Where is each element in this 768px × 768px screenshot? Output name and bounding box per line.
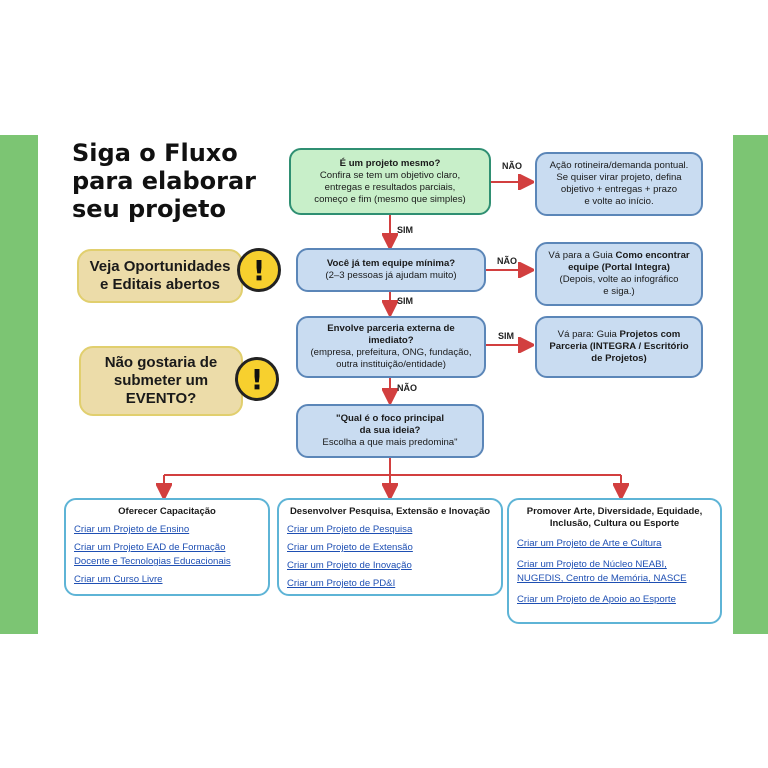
- step-title: imediato?: [368, 335, 414, 346]
- card-title: Promover Arte, Diversidade, Equidade, In…: [526, 506, 703, 529]
- outcome-text: Se quiser virar projeto, defina: [556, 172, 682, 183]
- left-green-bar: [0, 135, 38, 634]
- link-ead-project-cont[interactable]: Docente e Tecnologias Educacionais: [74, 556, 231, 567]
- title-line: Siga o Fluxo: [72, 139, 238, 167]
- link-sports-project[interactable]: Criar um Projeto de Apoio ao Esporte: [517, 594, 676, 605]
- flow-outcome-find-team: Vá para a Guia Como encontrar equipe (Po…: [535, 242, 703, 306]
- link-neabi-project-cont[interactable]: NUGEDIS, Centro de Memória, NASCE: [517, 573, 687, 584]
- label-no: NÃO: [397, 383, 417, 393]
- label-yes: SIM: [397, 225, 414, 235]
- link-research-project[interactable]: Criar um Projeto de Pesquisa: [287, 524, 413, 535]
- warning-icon: !: [235, 357, 279, 401]
- outcome-text: equipe (Portal Integra): [568, 262, 670, 273]
- card-research: Desenvolver Pesquisa, Extensão e Inovaçã…: [277, 498, 503, 596]
- callout-text: submeter um: [113, 372, 209, 389]
- outcome-text: Parceria (INTEGRA / Escritório: [549, 341, 689, 352]
- link-arts-project[interactable]: Criar um Projeto de Arte e Cultura: [517, 538, 662, 549]
- callout-text: EVENTO?: [125, 390, 197, 407]
- outcome-text: (Depois, volte ao infográfico: [559, 274, 679, 285]
- title-line: para elaborar: [72, 167, 256, 195]
- callout-text: Veja Oportunidades: [89, 258, 231, 275]
- step-text: entregas e resultados parciais,: [324, 181, 456, 193]
- opportunities-callout[interactable]: Veja Oportunidades e Editais abertos: [77, 249, 243, 303]
- step-text: Confira se tem um objetivo claro,: [319, 169, 461, 181]
- step-title: "Qual é o foco principal: [336, 413, 444, 424]
- step-text: começo e fim (mesmo que simples): [314, 193, 466, 205]
- link-neabi-project[interactable]: Criar um Projeto de Núcleo NEABI,: [517, 559, 667, 570]
- flow-step-is-project: É um projeto mesmo? Confira se tem um ob…: [289, 148, 491, 215]
- outcome-text: Vá para a Guia Como encontrar: [548, 250, 690, 261]
- step-title: Envolve parceria externa de: [327, 323, 455, 334]
- link-pdi-project[interactable]: Criar um Projeto de PD&I: [287, 578, 396, 589]
- outcome-text: Vá para: Guia Projetos com: [557, 329, 681, 340]
- flow-step-focus: "Qual é o foco principal da sua ideia? E…: [296, 404, 484, 458]
- label-yes: SIM: [498, 331, 515, 341]
- label-no: NÃO: [502, 161, 522, 171]
- step-title: da sua ideia?: [359, 425, 421, 436]
- link-free-course[interactable]: Criar um Curso Livre: [74, 574, 163, 585]
- flow-step-partnership: Envolve parceria externa de imediato? (e…: [296, 316, 486, 378]
- link-extension-project[interactable]: Criar um Projeto de Extensão: [287, 542, 413, 553]
- page-title: Siga o Fluxo para elaborar seu projeto: [72, 139, 272, 223]
- link-ead-project[interactable]: Criar um Projeto EAD de Formação: [74, 542, 226, 553]
- step-title: É um projeto mesmo?: [339, 157, 441, 169]
- link-innovation-project[interactable]: Criar um Projeto de Inovação: [287, 560, 412, 571]
- card-arts-diversity: Promover Arte, Diversidade, Equidade, In…: [507, 498, 722, 624]
- outcome-text: e volte ao início.: [584, 196, 654, 207]
- outcome-text: e siga.): [603, 286, 635, 297]
- title-line: seu projeto: [72, 195, 226, 223]
- step-text: (empresa, prefeitura, ONG, fundação,: [310, 347, 472, 358]
- card-capacitation: Oferecer Capacitação Criar um Projeto de…: [64, 498, 270, 596]
- step-title: Você já tem equipe mínima?: [326, 258, 456, 269]
- outcome-text: objetivo + entregas + prazo: [560, 184, 678, 195]
- label-no: NÃO: [497, 256, 517, 266]
- link-teaching-project[interactable]: Criar um Projeto de Ensino: [74, 524, 190, 535]
- flow-outcome-not-project: Ação rotineira/demanda pontual. Se quise…: [535, 152, 703, 216]
- step-text: outra instituição/entidade): [336, 359, 446, 370]
- card-title: Oferecer Capacitação: [118, 506, 216, 517]
- callout-text: Não gostaria de: [104, 354, 218, 371]
- callout-text: e Editais abertos: [99, 276, 221, 293]
- flow-step-team: Você já tem equipe mínima? (2–3 pessoas …: [296, 248, 486, 292]
- outcome-text: de Projetos): [591, 353, 647, 364]
- event-callout[interactable]: Não gostaria de submeter um EVENTO?: [79, 346, 243, 416]
- flow-outcome-partnership-guide: Vá para: Guia Projetos com Parceria (INT…: [535, 316, 703, 378]
- warning-icon: !: [237, 248, 281, 292]
- step-text: (2–3 pessoas já ajudam muito): [325, 270, 457, 281]
- step-text: Escolha a que mais predomina": [322, 437, 458, 448]
- label-yes: SIM: [397, 296, 414, 306]
- outcome-text: Ação rotineira/demanda pontual.: [549, 160, 689, 171]
- right-green-bar: [733, 135, 768, 634]
- card-title: Desenvolver Pesquisa, Extensão e Inovaçã…: [289, 506, 491, 517]
